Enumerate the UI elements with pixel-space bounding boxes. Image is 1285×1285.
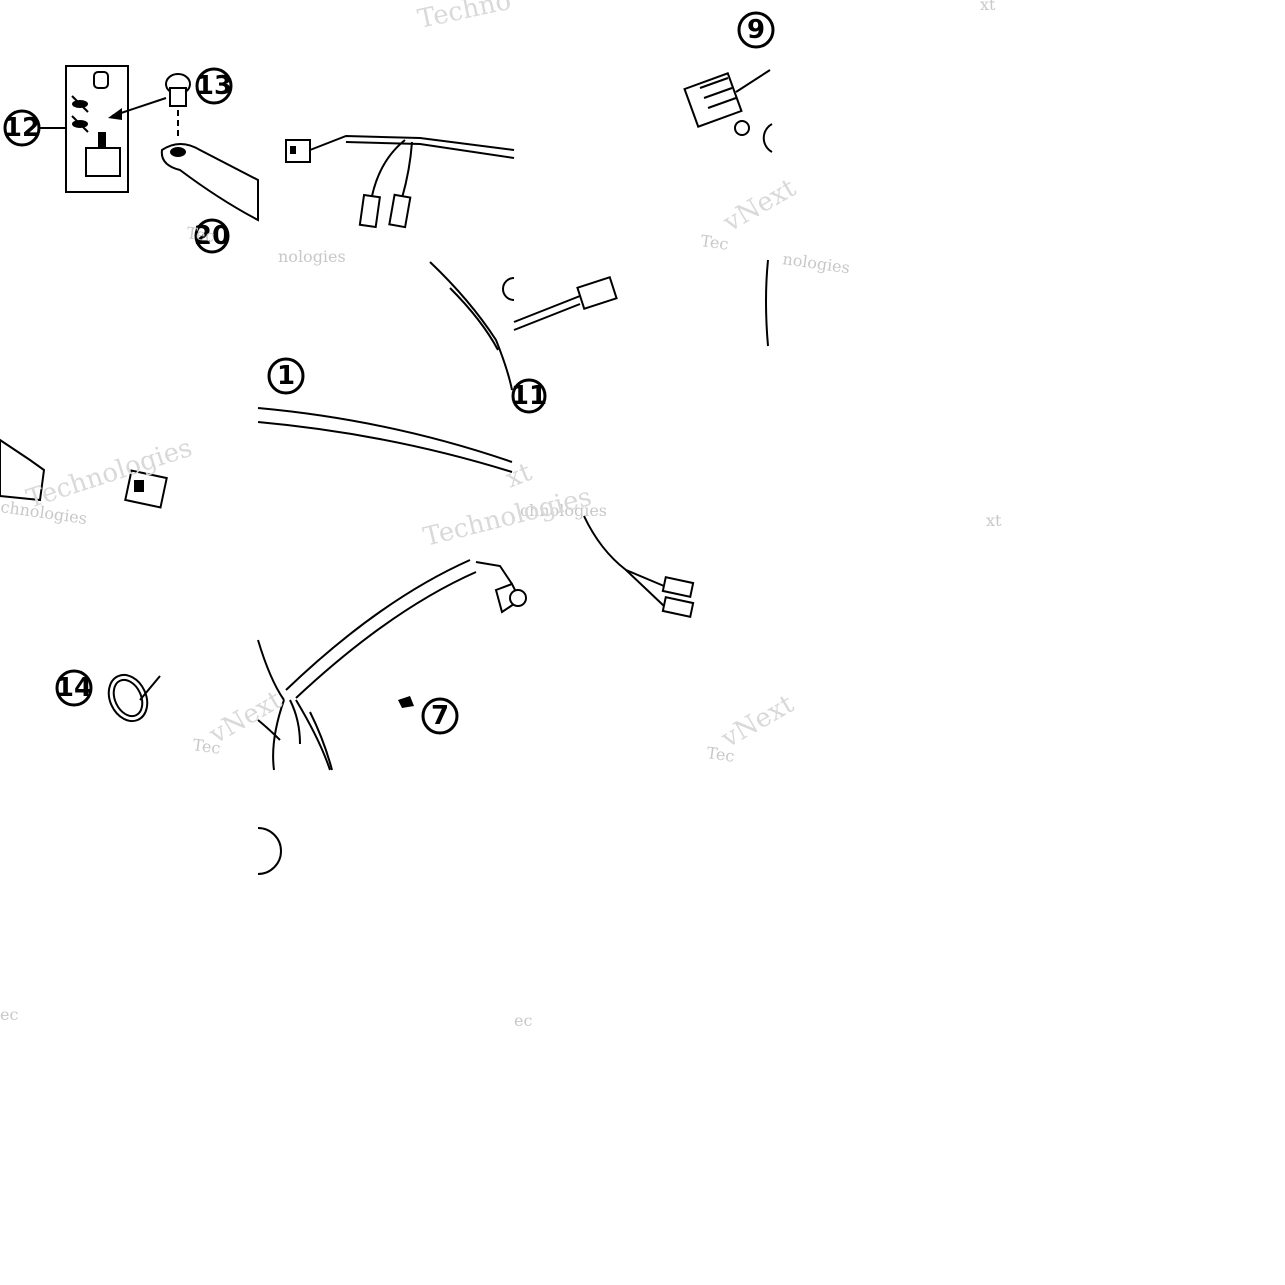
svg-text:1: 1 [277,361,295,391]
callout-11: 11 [511,378,547,414]
watermark-fragment: xt [980,0,996,14]
bolt [734,120,750,136]
watermark-fragment: xt [986,511,1002,530]
callout-1: 1 [267,357,305,395]
tile-switch-assembly: 12 13 20 Tec [3,65,259,254]
watermark-fragment: nologies [781,249,851,277]
connector-plug [285,139,311,163]
svg-text:11: 11 [511,381,547,411]
callout-14: 14 [55,669,93,707]
watermark-fragment: nologies [278,247,346,266]
watermark-fragment: vNext [718,173,802,239]
tile-connector-11: 11 chnologies xt [501,259,769,520]
watermark-fragment: Tec [699,231,729,254]
watermark-fragment: Tec [191,735,221,758]
switch-cap [93,71,109,89]
svg-text:7: 7 [431,701,449,731]
callout-12: 12 [3,109,41,147]
voltage-regulator [683,72,743,128]
tile-spade-leads: Tec vNext [583,515,800,766]
svg-text:9: 9 [747,15,765,45]
watermark-fragment: xt [501,457,536,494]
watermark-fragment: Techno [415,0,514,35]
tile-connector-leads: Techno [285,0,515,229]
callout-13: 13 [195,67,233,105]
svg-text:13: 13 [196,71,232,101]
spade-terminal [661,576,695,598]
svg-text:14: 14 [56,673,92,703]
watermark-fragment: ec [0,1005,18,1024]
callout-20: 20 [194,218,230,254]
clip [398,696,414,708]
tile-regulator: 9 Tec vNext nologies [683,11,851,277]
tile-main-harness: 1 nologies [257,247,513,473]
callout-7: 7 [421,697,459,735]
svg-text:12: 12 [4,113,40,143]
spade-terminal [388,193,412,229]
watermark-fragment: Tec [705,743,735,766]
handlebar-switch-housing [0,438,46,502]
watermark-fragment: chnologies [520,501,607,520]
tile-handlebar-switch: Technologies chnologies [0,433,196,528]
spade-terminal [358,193,382,229]
watermark-fragment: Technologies [420,482,594,553]
switch-body [85,147,121,177]
clutch-lever [160,143,259,222]
tile-cable-tie: 14 Tec vNext [55,669,287,758]
svg-text:20: 20 [194,221,230,251]
spade-terminal [661,596,695,618]
watermark-fragment: Technologies [23,433,196,515]
switch-connector [124,469,168,509]
callout-9: 9 [737,11,775,49]
cable-tie [107,673,149,723]
four-pin-connector [576,276,618,310]
watermark-fragment: vNext [716,689,800,755]
arrow-icon [108,108,122,120]
tile-ground-lead: 7 Technologies [257,482,595,875]
watermark-fragment: Tec [185,223,215,246]
watermark-fragment: ec [514,1011,532,1030]
